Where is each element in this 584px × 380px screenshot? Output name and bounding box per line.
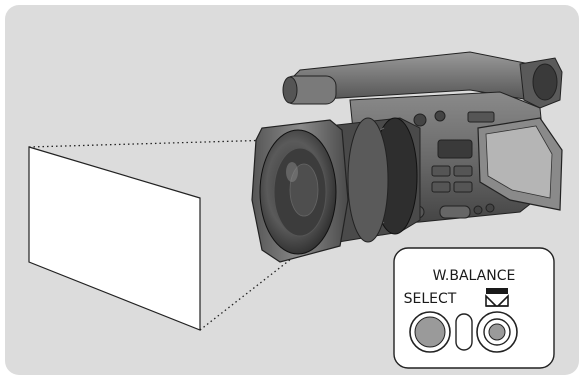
button-divider <box>456 314 472 350</box>
select-label: SELECT <box>404 291 457 307</box>
set-button[interactable] <box>477 312 517 352</box>
callout-card <box>394 248 554 368</box>
w-balance-label: W.BALANCE <box>433 268 516 284</box>
select-button[interactable] <box>410 312 450 352</box>
white-balance-callout: W.BALANCE SELECT <box>394 248 554 368</box>
